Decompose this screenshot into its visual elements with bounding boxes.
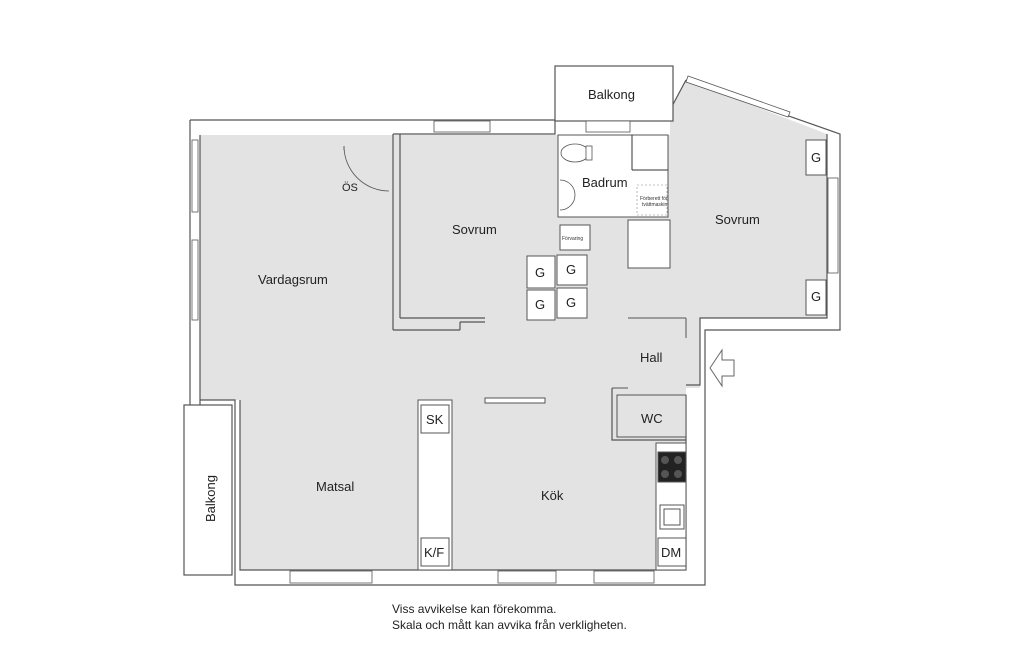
closet-label-g: G: [811, 150, 821, 165]
kitchen-fittings: [417, 397, 687, 571]
interior-walls: [612, 317, 687, 389]
room-label-sovrum-right: Sovrum: [715, 212, 760, 227]
balcony-top: [554, 65, 674, 122]
label-sk: SK: [426, 412, 444, 427]
door-arc: [343, 145, 390, 192]
closet-label-g: G: [566, 295, 576, 310]
room-label-kok: Kök: [541, 488, 564, 503]
room-label-balkong-top: Balkong: [588, 87, 635, 102]
disclaimer-line-2: Skala och mått kan avvika från verklighe…: [392, 618, 627, 632]
label-forberett-1: Förberett för: [640, 196, 668, 202]
right-closets: [627, 139, 827, 316]
closet-group: [526, 224, 591, 321]
label-kf: K/F: [424, 545, 444, 560]
label-forberett-2: tvättmaskin: [642, 202, 668, 208]
bathroom-block: [557, 134, 669, 218]
room-label-vardagsrum: Vardagsrum: [258, 272, 328, 287]
room-label-sovrum-left: Sovrum: [452, 222, 497, 237]
label-os: ÖS: [342, 182, 358, 194]
entrance-arrow-icon: [709, 348, 735, 388]
windows: [191, 75, 839, 584]
wc-walls: [611, 388, 687, 441]
room-label-hall: Hall: [640, 350, 663, 365]
balcony-left: [183, 404, 233, 576]
closet-label-g: G: [811, 289, 821, 304]
disclaimer: Viss avvikelse kan förekomma. Skala och …: [392, 601, 627, 633]
room-label-matsal: Matsal: [316, 479, 354, 494]
label-dm: DM: [661, 545, 681, 560]
room-label-balkong-left: Balkong: [203, 475, 218, 522]
disclaimer-line-1: Viss avvikelse kan förekomma.: [392, 602, 557, 616]
room-label-wc: WC: [641, 411, 663, 426]
floor-area: [200, 80, 827, 570]
label-forvaring: Förvaring: [562, 236, 583, 242]
room-label-badrum: Badrum: [582, 175, 628, 190]
closet-label-g: G: [566, 262, 576, 277]
closet-label-g: G: [535, 265, 545, 280]
closet-label-g: G: [535, 297, 545, 312]
